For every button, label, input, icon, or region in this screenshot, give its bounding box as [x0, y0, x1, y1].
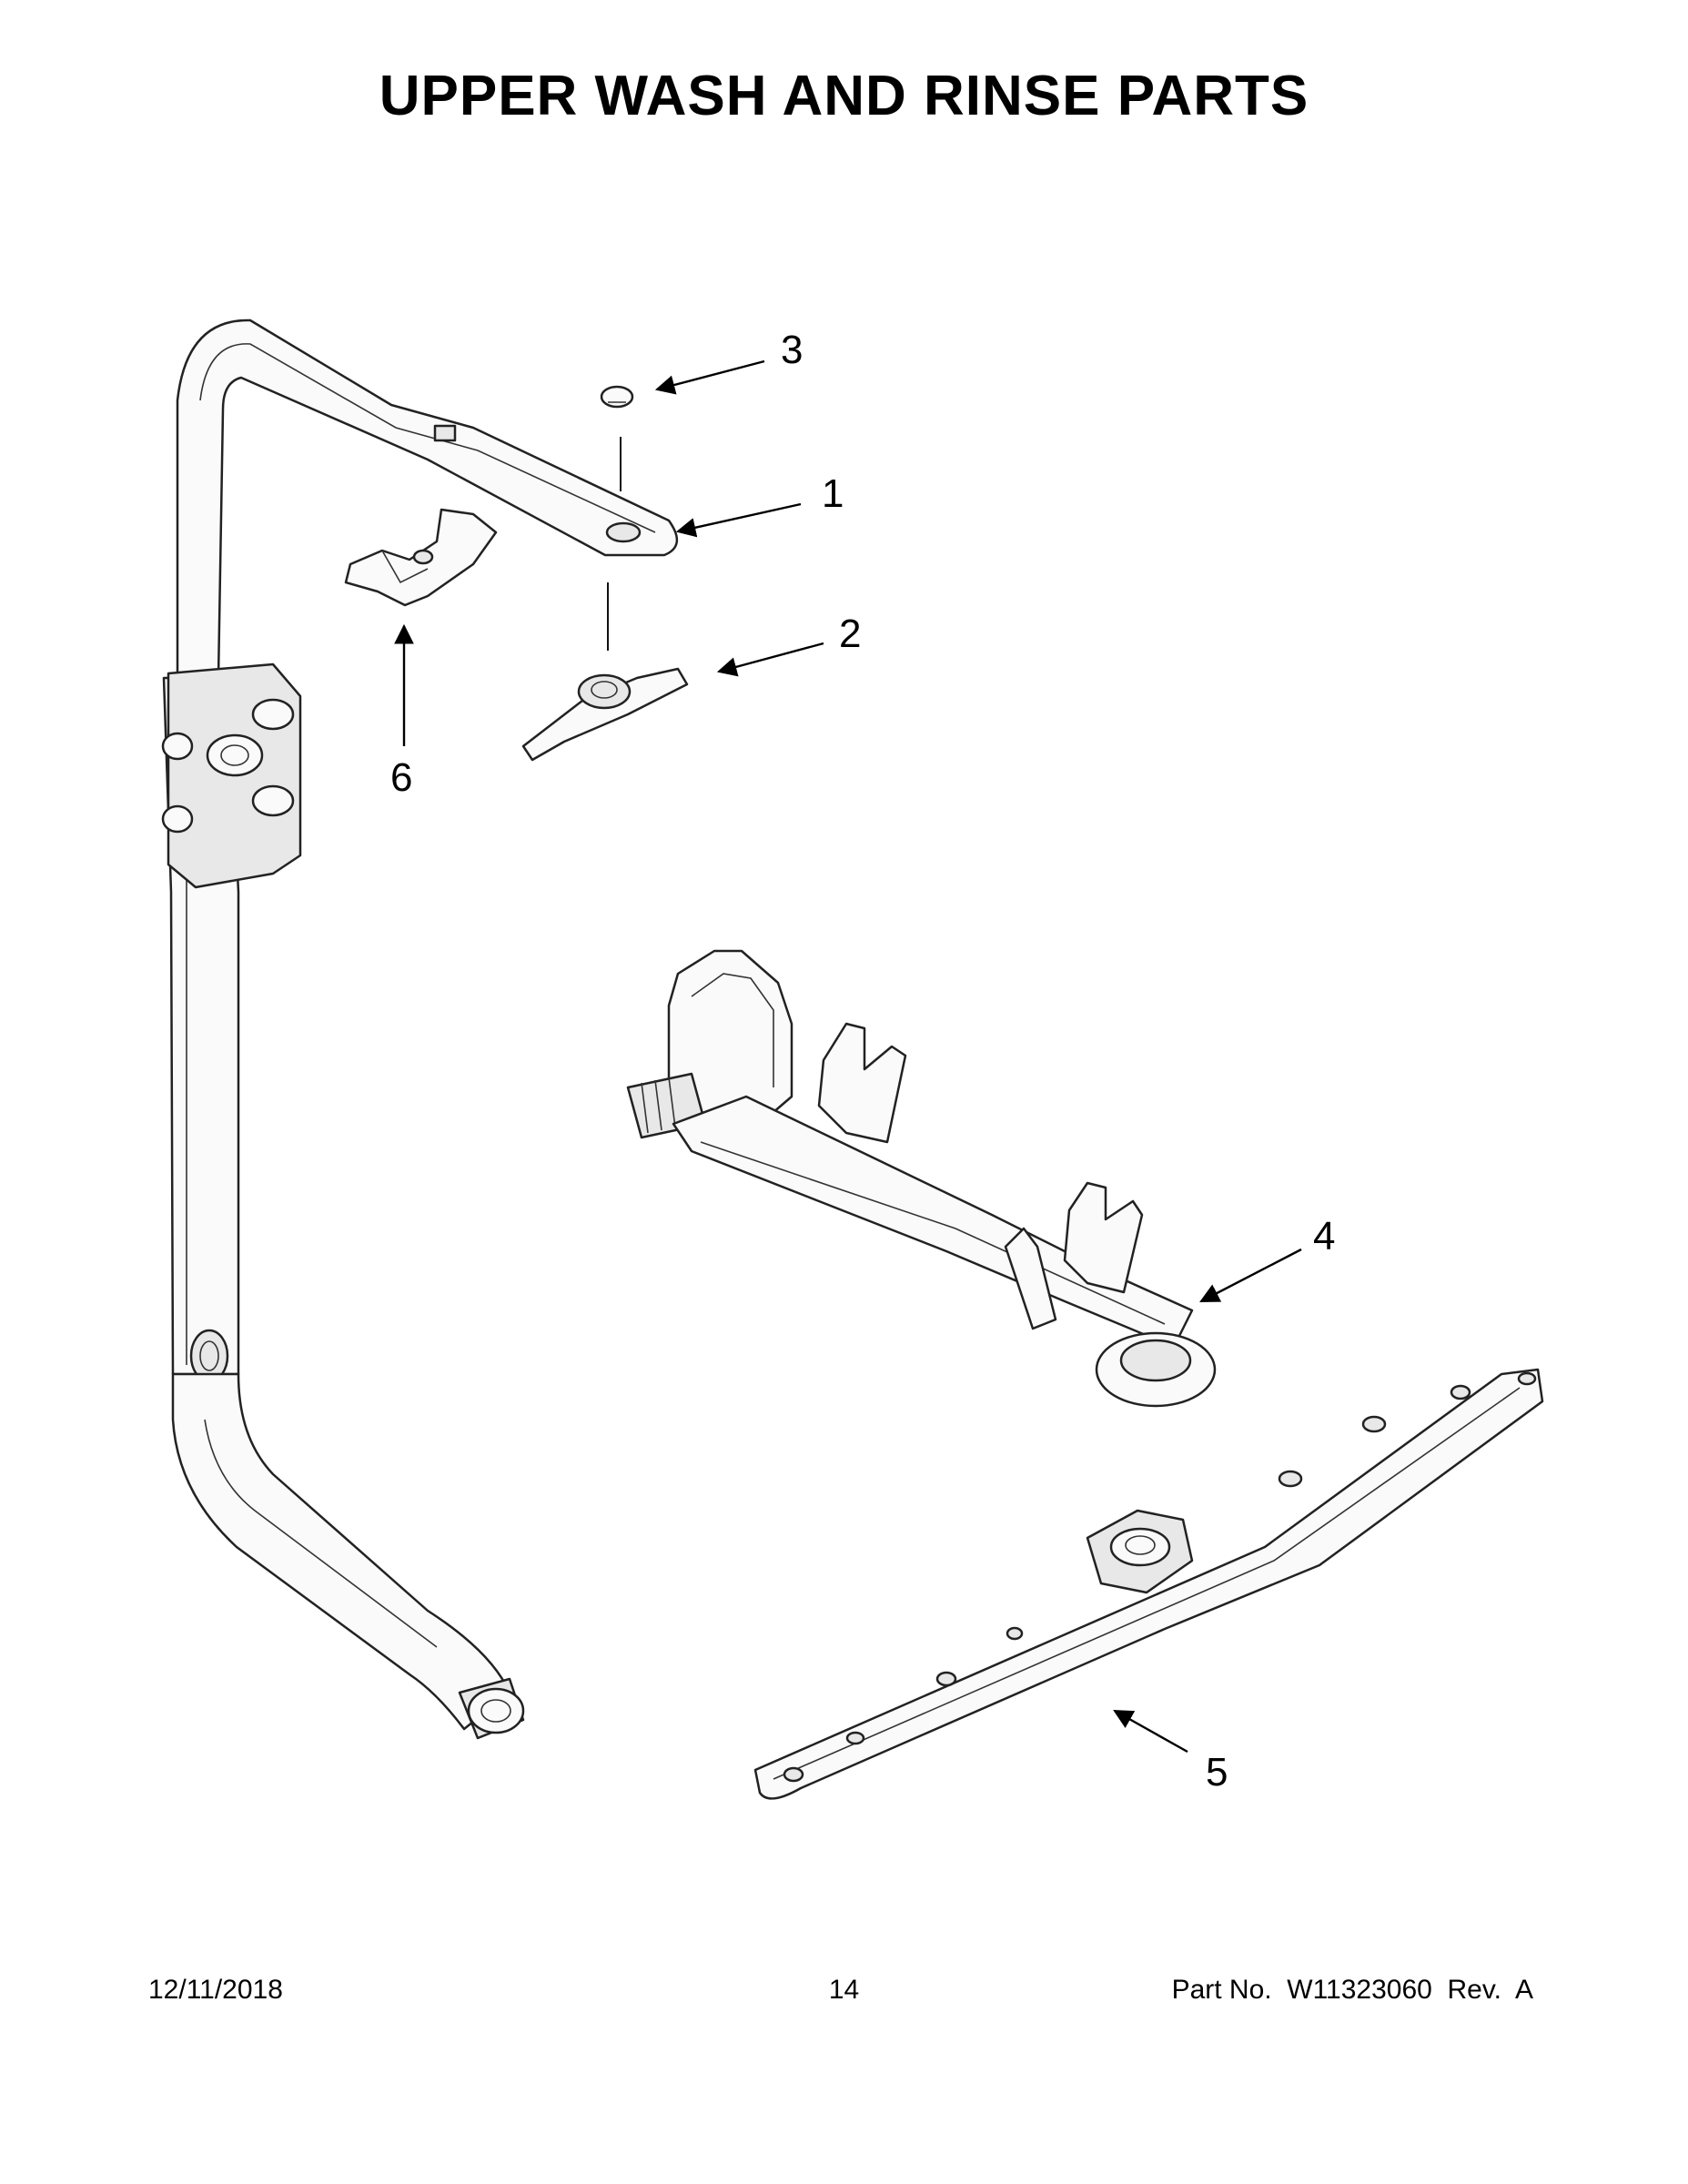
callout-3: 3 [781, 328, 803, 372]
cap-part [600, 385, 634, 409]
leader-arrow-3 [654, 359, 765, 395]
bracket-part [344, 508, 498, 607]
leader-arrow-4 [1199, 1248, 1302, 1303]
callout-6: 6 [390, 755, 412, 800]
hub-part [521, 667, 689, 762]
callout-2: 2 [839, 612, 861, 656]
footer-page-number: 14 [828, 1975, 860, 2005]
callout-1: 1 [822, 471, 844, 516]
callout-4: 4 [1313, 1214, 1335, 1259]
footer-date: 12/11/2018 [148, 1975, 283, 2005]
manifold-tube-part [161, 318, 678, 1740]
leader-arrow-5 [1113, 1709, 1188, 1754]
page-title: UPPER WASH AND RINSE PARTS [379, 65, 1309, 127]
footer-part-number: Part No. W11323060 Rev. A [1171, 1975, 1533, 2005]
leader-arrow-2 [716, 642, 824, 677]
leader-arrow-1 [675, 502, 802, 538]
spray-arm-part [753, 1368, 1544, 1800]
callout-5: 5 [1206, 1750, 1228, 1795]
spray-arm-support-part [626, 949, 1217, 1408]
